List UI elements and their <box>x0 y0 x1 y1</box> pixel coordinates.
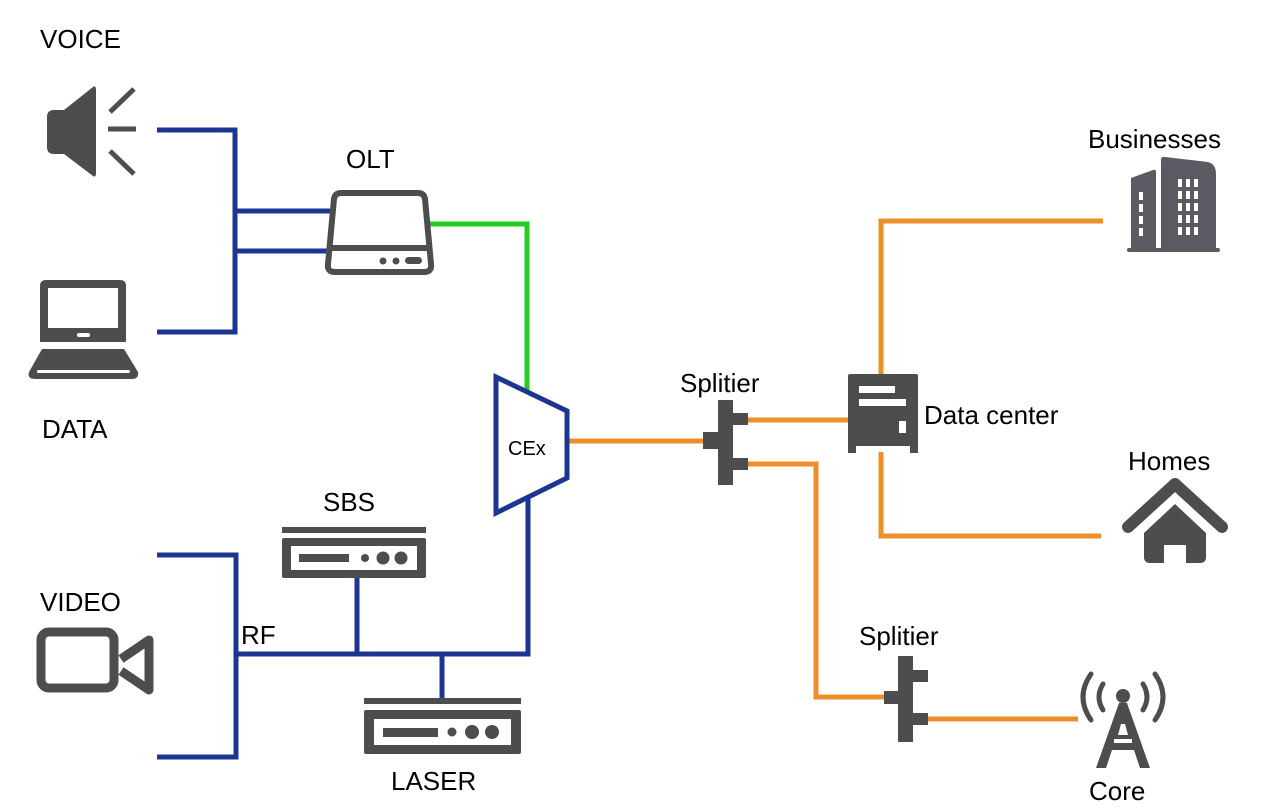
link-rf-to-cex <box>236 498 531 657</box>
node-splitter-1[interactable]: Splitier <box>680 368 760 485</box>
core-label: Core <box>1089 776 1145 806</box>
splitter-1-label: Splitier <box>680 368 760 398</box>
node-splitter-2[interactable]: Splitier <box>859 621 939 742</box>
video-label: VIDEO <box>40 587 121 617</box>
datacenter-label: Data center <box>924 400 1059 430</box>
node-laser[interactable]: LASER <box>364 698 521 796</box>
businesses-label: Businesses <box>1088 124 1221 154</box>
node-cex[interactable]: CEx <box>493 373 570 518</box>
buildings-icon <box>1127 156 1220 252</box>
rack-unit-icon <box>282 527 426 578</box>
link-splitter-to-splitter2 <box>748 461 887 700</box>
links <box>157 127 1103 760</box>
node-homes[interactable]: Homes <box>1122 446 1228 563</box>
node-datacenter[interactable]: Data center <box>848 374 1059 453</box>
node-olt[interactable]: OLT <box>324 144 435 275</box>
laser-label: LASER <box>391 766 476 796</box>
splitter-icon <box>703 400 748 485</box>
server-cabinet-icon <box>848 374 918 453</box>
node-sbs[interactable]: SBS <box>282 487 426 578</box>
cex-combiner-shape <box>493 373 570 518</box>
splitter-icon <box>884 656 928 742</box>
voice-label: VOICE <box>40 24 121 54</box>
rack-unit-icon <box>364 698 521 754</box>
olt-label: OLT <box>346 144 395 174</box>
cex-label: CEx <box>508 438 546 460</box>
video-camera-icon <box>36 627 154 695</box>
link-datacenter-to-homes <box>878 452 1101 539</box>
link-olt-to-cex <box>430 221 530 392</box>
link-datacenter-to-businesses <box>878 218 1103 376</box>
node-core[interactable]: Core <box>1080 671 1166 806</box>
data-label: DATA <box>42 414 108 444</box>
homes-label: Homes <box>1128 446 1210 476</box>
node-voice[interactable]: VOICE <box>40 24 136 177</box>
rf-label: RF <box>241 620 276 650</box>
radio-tower-icon <box>1080 671 1166 768</box>
node-video[interactable]: VIDEO <box>36 587 154 695</box>
link-video-bus <box>157 552 239 760</box>
node-data[interactable]: DATA <box>28 280 139 444</box>
speaker-icon <box>47 86 136 177</box>
splitter-2-label: Splitier <box>859 621 939 651</box>
sbs-label: SBS <box>323 487 375 517</box>
olt-device-icon <box>324 190 435 275</box>
laptop-icon <box>28 280 139 379</box>
house-icon <box>1122 478 1228 563</box>
link-voice-bus <box>157 127 238 335</box>
node-businesses[interactable]: Businesses <box>1088 124 1221 252</box>
